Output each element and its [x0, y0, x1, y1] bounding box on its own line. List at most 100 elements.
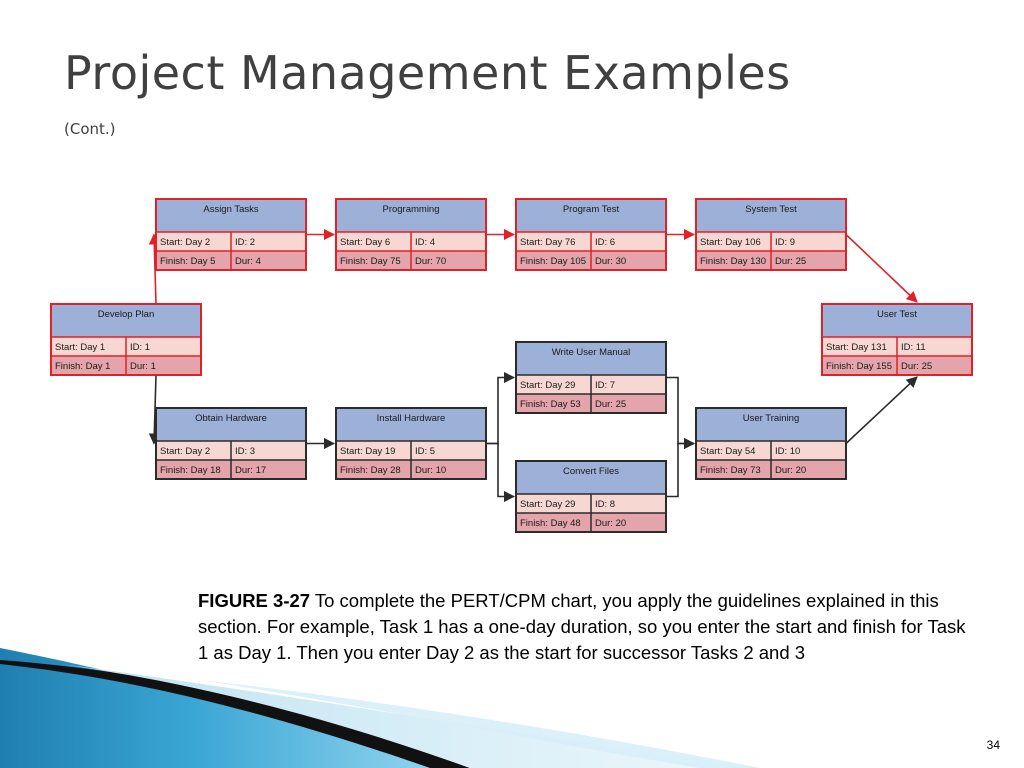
task-duration: Dur: 20	[775, 465, 806, 476]
task-duration: Dur: 70	[415, 256, 446, 267]
task-header	[336, 408, 486, 441]
task-border	[335, 407, 487, 480]
task-finish: Finish: Day 48	[520, 518, 581, 529]
task-header	[516, 199, 666, 232]
task-start: Start: Day 29	[520, 380, 575, 391]
task-duration: Dur: 25	[775, 256, 806, 267]
task-border	[695, 407, 847, 480]
task-border	[155, 407, 307, 480]
task-header	[696, 199, 846, 232]
task-name: Write User Manual	[552, 347, 631, 358]
task-header	[822, 304, 972, 337]
dependency-arrow	[486, 371, 516, 445]
task-start: Start: Day 131	[826, 342, 887, 353]
task-duration: Dur: 30	[595, 256, 626, 267]
figure-caption: FIGURE 3-27 To complete the PERT/CPM cha…	[198, 588, 968, 666]
task-id: ID: 4	[415, 237, 435, 248]
dependency-arrow	[666, 437, 696, 498]
task-start: Start: Day 6	[340, 237, 390, 248]
task-id: ID: 9	[775, 237, 795, 248]
task-name: Install Hardware	[377, 413, 446, 424]
task-name: Assign Tasks	[203, 204, 259, 215]
task-name: Develop Plan	[98, 309, 155, 320]
task-finish: Finish: Day 155	[826, 361, 892, 372]
task-start: Start: Day 54	[700, 446, 755, 457]
task-start: Start: Day 76	[520, 237, 575, 248]
task-start: Start: Day 2	[160, 446, 210, 457]
task-finish: Finish: Day 75	[340, 256, 401, 267]
task-border	[335, 198, 487, 271]
task-start: Start: Day 19	[340, 446, 395, 457]
task-finish: Finish: Day 5	[160, 256, 215, 267]
task-duration: Dur: 4	[235, 256, 261, 267]
task-id: ID: 7	[595, 380, 615, 391]
task-name: Programming	[382, 204, 439, 215]
task-name: User Test	[877, 309, 917, 320]
page-number: 34	[986, 738, 1000, 752]
task-id: ID: 11	[901, 342, 926, 353]
slide-title: Project Management Examples	[64, 46, 791, 100]
task-finish: Finish: Day 18	[160, 465, 221, 476]
task-duration: Dur: 1	[130, 361, 156, 372]
task-border	[695, 198, 847, 271]
task-finish: Finish: Day 73	[700, 465, 761, 476]
task-id: ID: 2	[235, 237, 255, 248]
task-name: Program Test	[563, 204, 620, 215]
slide-subtitle: (Cont.)	[64, 120, 116, 138]
task-duration: Dur: 10	[415, 465, 446, 476]
task-id: ID: 3	[235, 446, 255, 457]
task-start: Start: Day 2	[160, 237, 210, 248]
task-finish: Finish: Day 105	[520, 256, 586, 267]
figure-label: FIGURE 3-27	[198, 590, 311, 611]
task-duration: Dur: 25	[901, 361, 932, 372]
task-name: System Test	[745, 204, 797, 215]
task-duration: Dur: 25	[595, 399, 626, 410]
task-start: Start: Day 29	[520, 499, 575, 510]
task-id: ID: 8	[595, 499, 615, 510]
dependency-arrow	[486, 442, 516, 503]
task-duration: Dur: 17	[235, 465, 266, 476]
task-duration: Dur: 20	[595, 518, 626, 529]
dependency-arrow	[666, 376, 696, 450]
dependency-arrow	[845, 233, 918, 303]
task-header	[336, 199, 486, 232]
task-start: Start: Day 106	[700, 237, 761, 248]
task-border	[515, 198, 667, 271]
task-name: Obtain Hardware	[195, 413, 267, 424]
task-finish: Finish: Day 53	[520, 399, 581, 410]
task-id: ID: 6	[595, 237, 615, 248]
task-border	[515, 341, 667, 414]
task-name: Convert Files	[563, 466, 619, 477]
figure-description: To complete the PERT/CPM chart, you appl…	[198, 590, 966, 663]
task-finish: Finish: Day 130	[700, 256, 766, 267]
task-finish: Finish: Day 1	[55, 361, 110, 372]
task-header	[51, 304, 201, 337]
task-id: ID: 5	[415, 446, 435, 457]
task-border	[155, 198, 307, 271]
task-header	[696, 408, 846, 441]
task-header	[156, 408, 306, 441]
task-header	[516, 461, 666, 494]
dependency-arrow	[845, 376, 918, 445]
task-start: Start: Day 1	[55, 342, 105, 353]
task-finish: Finish: Day 28	[340, 465, 401, 476]
task-id: ID: 1	[130, 342, 150, 353]
task-header	[516, 342, 666, 375]
task-header	[156, 199, 306, 232]
task-border	[50, 303, 202, 376]
task-id: ID: 10	[775, 446, 800, 457]
task-name: User Training	[743, 413, 800, 424]
